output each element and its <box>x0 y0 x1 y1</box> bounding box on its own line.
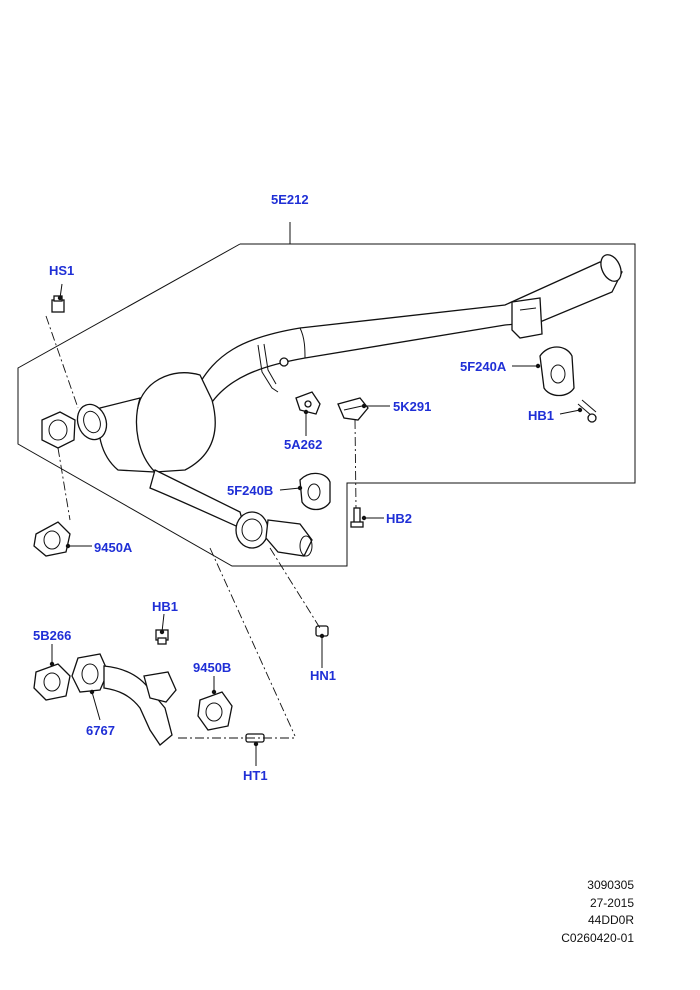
callout-HB2[interactable]: HB2 <box>386 511 413 526</box>
callout-6767[interactable]: 6767 <box>86 723 115 738</box>
gasket-9450A <box>33 521 71 557</box>
callout-5B266[interactable]: 5B266 <box>33 628 72 643</box>
meta-line-2: 27-2015 <box>589 896 634 910</box>
catalytic-converter <box>76 372 216 473</box>
gasket-5B266 <box>33 663 71 701</box>
meta-line-3: 44DD0R <box>587 913 634 927</box>
lower-branch-pipe <box>149 469 313 557</box>
callout-9450B[interactable]: 9450B <box>193 660 232 675</box>
leader-lines <box>49 283 583 766</box>
gasket-9450B <box>197 691 233 731</box>
bolt-HB2 <box>350 507 364 528</box>
callout-HS1[interactable]: HS1 <box>49 263 75 278</box>
meta-line-4: C0260420-01 <box>561 931 634 945</box>
callout-HB1-bottom[interactable]: HB1 <box>152 599 179 614</box>
callout-5F240A[interactable]: 5F240A <box>460 359 507 374</box>
callout-HB1-top[interactable]: HB1 <box>528 408 555 423</box>
insulator-5F240A <box>539 346 575 397</box>
insulator-5F240B <box>299 472 331 511</box>
sensor-bracket <box>257 343 289 393</box>
hanger-bracket-5A262 <box>295 391 321 415</box>
callout-9450A[interactable]: 9450A <box>94 540 133 555</box>
callout-HN1[interactable]: HN1 <box>310 668 337 683</box>
assembly-outline <box>17 222 636 567</box>
downpipe-6767 <box>71 653 177 746</box>
bolt-HB1-top <box>577 399 597 423</box>
meta-line-1: 3090305 <box>587 878 634 892</box>
assembly-lines <box>45 315 357 739</box>
front-flange <box>41 411 76 449</box>
callout-5K291[interactable]: 5K291 <box>393 399 432 414</box>
callout-5A262[interactable]: 5A262 <box>284 437 323 452</box>
callout-HT1[interactable]: HT1 <box>243 768 268 783</box>
main-exhaust-pipe <box>196 254 623 407</box>
callout-5F240B[interactable]: 5F240B <box>227 483 274 498</box>
callout-5E212[interactable]: 5E212 <box>271 192 309 207</box>
clip-5K291 <box>337 397 369 421</box>
